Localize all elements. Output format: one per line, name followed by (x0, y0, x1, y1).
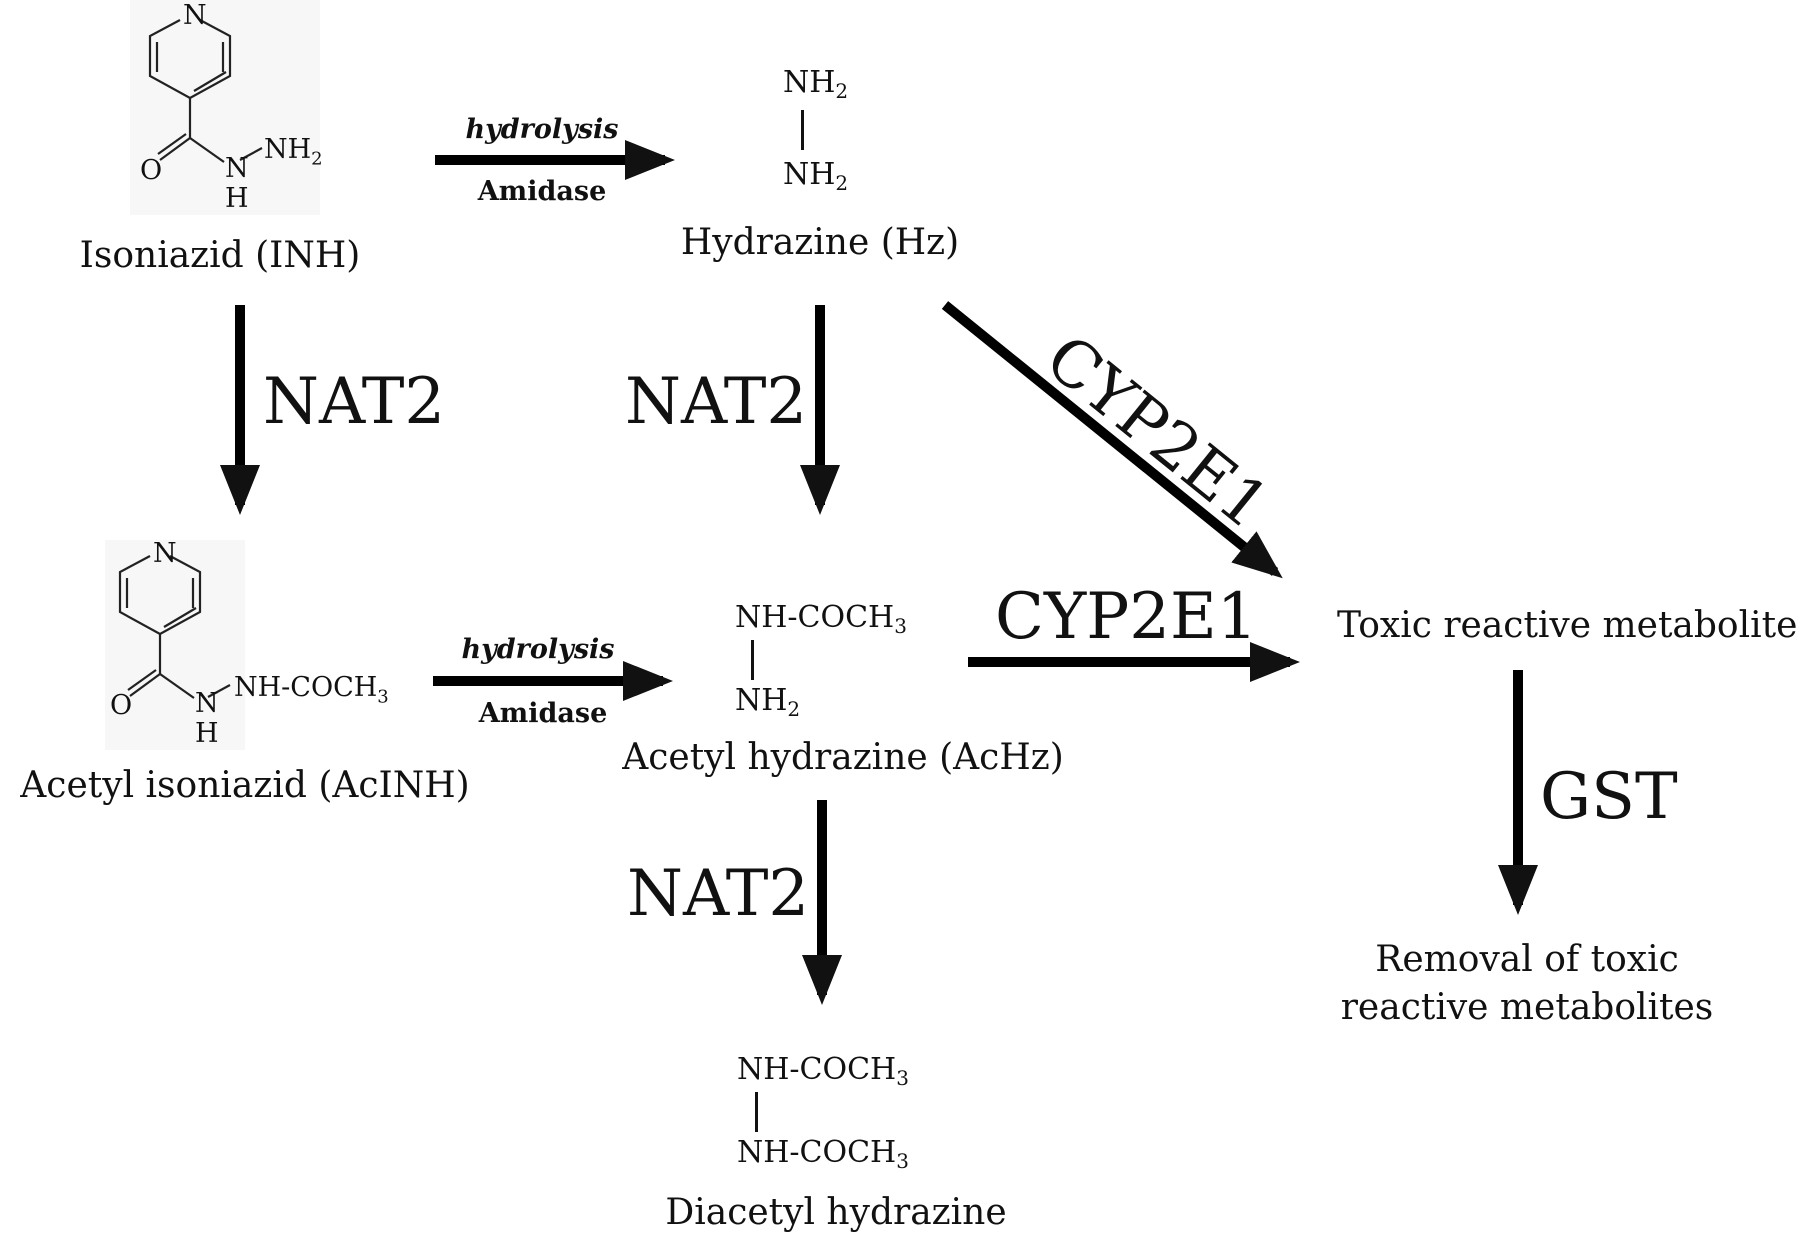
toxic-metabolite-label: Toxic reactive metabolite (1337, 605, 1798, 646)
inh-atom-h: H (225, 183, 249, 214)
achz-top: NH-COCH3 (735, 600, 907, 638)
acinh-atom-n: N (153, 538, 177, 569)
achz-bond (751, 640, 754, 680)
isoniazid-structure (130, 0, 320, 215)
cyp2e1-horizontal-label: CYP2E1 (995, 580, 1258, 654)
inh-atom-nh: N (225, 153, 249, 184)
acinh-side-chain: NH-COCH3 (234, 672, 389, 708)
hydrazine-bottom: NH2 (783, 157, 849, 195)
gst-label: GST (1540, 760, 1678, 834)
amidase-top-label: Amidase (477, 176, 607, 207)
diacetyl-hydrazine-label: Diacetyl hydrazine (665, 1192, 1007, 1233)
achz-bottom: NH2 (735, 683, 801, 721)
nat2-inh-label: NAT2 (263, 365, 446, 439)
arrow-cyp2e1-diagonal (941, 301, 1283, 579)
hydrolysis-top-label: hydrolysis (465, 114, 619, 145)
acetyl-isoniazid-label: Acetyl isoniazid (AcINH) (20, 765, 470, 806)
amidase-bottom-label: Amidase (478, 698, 608, 729)
hydrazine-bond (801, 110, 804, 150)
diachz-bottom: NH-COCH3 (737, 1135, 909, 1173)
hydrolysis-bottom-label: hydrolysis (461, 634, 615, 665)
inh-atom-n: N (183, 0, 207, 31)
hydrazine-top: NH2 (783, 65, 849, 103)
removal-line-2: reactive metabolites (1340, 987, 1714, 1028)
diachz-top: NH-COCH3 (737, 1052, 909, 1090)
hydrazine-label: Hydrazine (Hz) (680, 222, 960, 263)
arrows (220, 140, 1538, 1005)
diachz-bond (755, 1092, 758, 1132)
isoniazid-label: Isoniazid (INH) (79, 235, 361, 276)
acinh-atom-o: O (110, 690, 133, 721)
acetyl-isoniazid-structure (105, 540, 245, 750)
nat2-achz-label: NAT2 (627, 857, 810, 931)
removal-line-1: Removal of toxic (1375, 939, 1679, 980)
inh-atom-nh2: NH2 (264, 134, 323, 170)
nat2-hz-label: NAT2 (625, 365, 808, 439)
inh-atom-o: O (140, 155, 163, 186)
acetyl-hydrazine-label: Acetyl hydrazine (AcHz) (622, 737, 1064, 778)
acinh-atom-nh: N (195, 688, 219, 719)
acinh-atom-h: H (195, 718, 219, 749)
